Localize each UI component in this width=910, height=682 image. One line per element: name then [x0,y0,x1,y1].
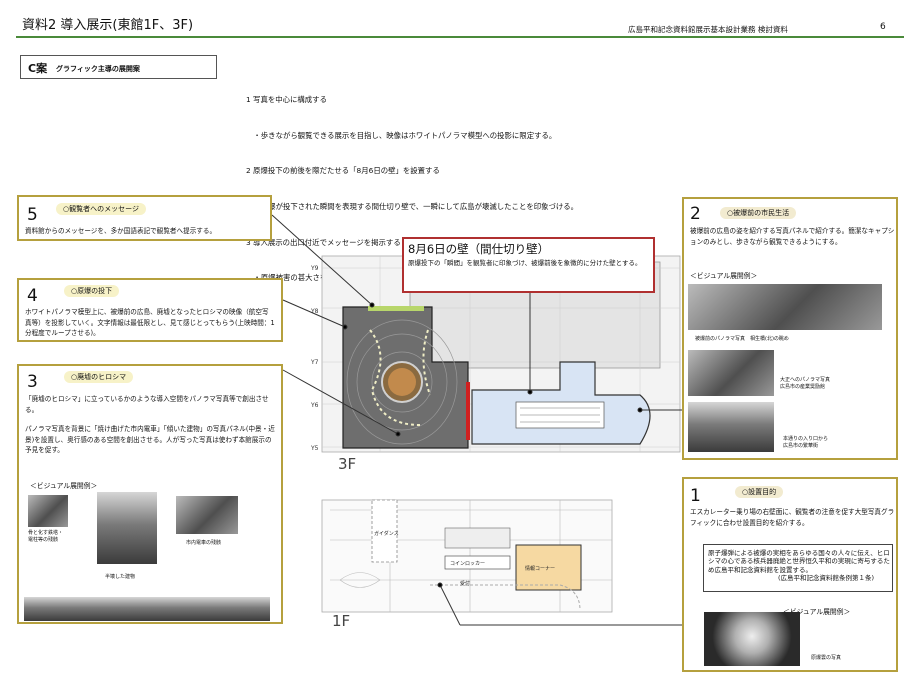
section-3-visual-label: ＜ビジュアル展開例＞ [30,482,98,490]
mission-note: (広島平和記念資料館条例第１条) [778,573,875,582]
photo-prewar-panorama [688,284,882,330]
page-title: 資料2 導入展示(東館1F、3F) [22,18,194,33]
section-4-body: ホワイトパノラマ模型上に、被爆前の広島、廃墟となったヒロシマの映像（航空写真等）… [25,308,275,337]
section-5-number: 5 [27,205,38,225]
section-3-number: 3 [27,372,38,392]
photo-ruined-building [97,492,157,564]
grid-label: Y7 [310,359,319,366]
section-1-visual-label: ＜ビジュアル展開例＞ [783,608,851,616]
intro-line: 2 原爆投下の前後を際だたせる「8月6日の壁」を設置する [246,166,440,176]
section-1-title: ○設置目的 [735,486,784,498]
room-label-information: 情報コーナー [525,565,555,572]
photo-industrial-hall [688,350,774,396]
wall-callout-body: 原爆投下の「瞬間」を観覧者に印象づけ、被爆前後を象徴的に分けた壁とする。 [408,259,642,267]
section-3-title: ○廃墟のヒロシマ [64,371,134,383]
wall-callout-title: 8月6日の壁（間仕切り壁） [408,242,550,256]
room-label-guidance: ガイダンス [374,530,399,537]
mission-text: 原子爆弾による被爆の実相をあらゆる国々の人々に伝え、ヒロシマの心である核兵器廃絶… [708,549,890,574]
header-divider [16,36,904,38]
intro-line: 1 写真を中心に構成する [246,94,327,104]
section-5-box [17,195,272,241]
photo-caption: 本通りの入り口から 広島市の繁華街 [783,436,829,449]
intro-line: ・原爆が投下された瞬間を表現する間仕切り壁で、一瞬にして広島が壊滅したことを印象… [246,201,579,211]
grid-label: Y9 [310,265,319,272]
section-5-body: 資料館からのメッセージを、多か国語表記で観覧者へ提示する。 [25,227,217,235]
page-number: 6 [880,22,886,32]
section-5-title: ○観覧者へのメッセージ [56,203,146,215]
section-1-body: エスカレーター乗り場の右壁面に、観覧者の注意を促す大型写真グラフィックに合わせ設… [690,508,895,527]
mission-statement: 原子爆弾による被爆の実相をあらゆる国々の人々に伝え、ヒロシマの心である核兵器廃絶… [708,549,892,582]
photo-caption: 半壊した建物 [105,574,136,580]
photo-caption: 原爆雲の写真 [811,655,842,661]
section-4-title: ○原爆の投下 [64,285,120,297]
photo-caption: 大正へのパノラマ写真 広島市の産業奨励館 [780,377,831,390]
plan-description: グラフィック主導の展開案 [56,65,140,73]
section-4-box [17,278,283,342]
mission-statement-box [703,544,893,592]
photo-caption: 骨と化す鉄塔・ 電柱等の残骸 [28,530,64,543]
plan-box [20,55,217,79]
wall-callout [402,237,655,293]
photo-mushroom-cloud [704,612,800,666]
grid-label: Y6 [310,402,319,409]
section-4-number: 4 [27,286,38,306]
room-label-coin-locker: コインロッカー [450,561,485,567]
photo-pylon-debris [28,495,68,527]
grid-label: Y5 [310,445,319,452]
floor-label-1f: 1F [332,612,351,630]
photo-caption: 市内電車の残骸 [186,540,222,546]
floor-label-3f: 3F [338,455,357,473]
photo-hondori-street [688,402,774,452]
intro-line: ・歩きながら観覧できる展示を目指し、映像はホワイトパノラマ模型への投影に限定する… [246,130,557,140]
photo-ruins-panorama [24,597,270,621]
section-3-body-1: 「廃墟のヒロシマ」に立っているかのような導入空間をパノラマ写真等で創出させる。 [25,395,269,414]
grid-label: Y8 [310,308,319,315]
intro-line: 3 導入展示の出口付近でメッセージを掲示する [246,237,401,247]
plan-name: C案 [28,62,48,75]
photo-caption: 被爆前のパノラマ写真 相生橋(北)の眺め [695,336,789,342]
section-3-body-2: パノラマ写真を背景に「焼け曲げた市内電車」「傾いた建物」の写真パネル(中景・近景… [25,425,275,454]
section-2-title: ○被爆前の市民生活 [720,207,797,219]
section-2-visual-label: ＜ビジュアル展開例＞ [690,272,758,280]
section-1-number: 1 [690,486,701,506]
section-2-body: 被爆前の広島の姿を紹介する写真パネルで紹介する。簡潔なキャプションのみとし、歩き… [690,227,895,246]
photo-streetcar [176,496,238,534]
room-label-reception: 受付 [460,580,470,587]
document-subtitle: 広島平和記念資料館展示基本設計業務 検討資料 [628,25,788,34]
section-2-number: 2 [690,204,701,224]
